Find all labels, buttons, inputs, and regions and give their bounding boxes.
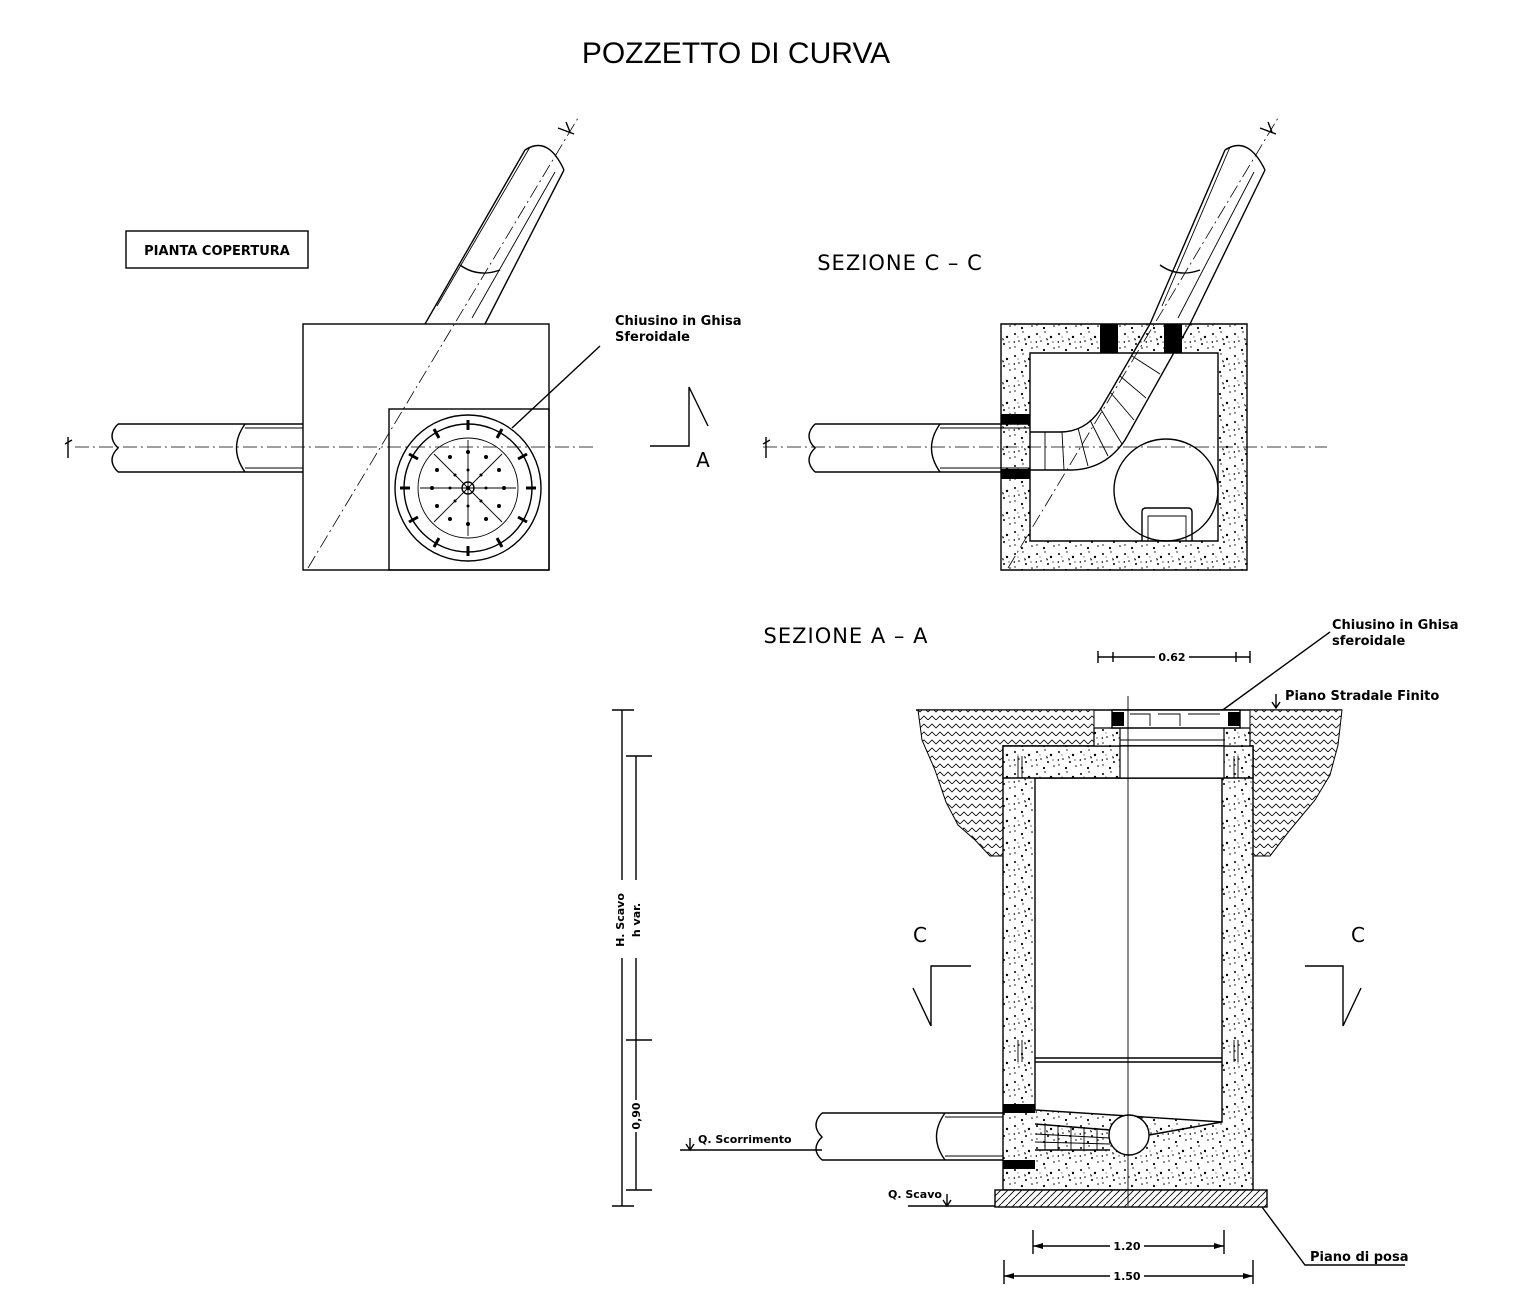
page-title: POZZETTO DI CURVA: [582, 37, 890, 70]
section-aa-callout-line1: Chiusino in Ghisa: [1332, 618, 1459, 633]
plan-label-box: [125, 230, 309, 269]
section-marker-a: [650, 386, 709, 447]
plan-cover-frame: [388, 408, 550, 571]
section-marker-a-label: A: [696, 448, 710, 472]
section-cc-seal-right: [1164, 324, 1182, 353]
plan-diagonal-pipe-inner: [436, 146, 556, 319]
section-cc-diagonal-pipe: [1149, 149, 1266, 325]
plan-diagonal-pipe-joint: [459, 264, 501, 274]
outlet-pipe-section: [1108, 1114, 1150, 1156]
dim-150-label: 1.50: [1113, 1270, 1140, 1283]
section-marker-c-left-label: C: [913, 923, 927, 947]
slab-opening: [1119, 745, 1225, 779]
section-cc-title: SEZIONE C – C: [817, 251, 983, 275]
section-aa-callout-line2: sferoidale: [1332, 634, 1406, 649]
q-scavo-label: Q. Scavo: [888, 1188, 942, 1201]
plan-diagonal-pipe-break: [524, 144, 565, 171]
section-cc-step-iron: [1141, 507, 1193, 541]
section-cc-inlet-pipe: [815, 423, 1030, 473]
plan-pipe-break: [111, 423, 119, 473]
plan-diagonal-axis-mark: [557, 121, 575, 135]
cover-lid: [1111, 709, 1241, 729]
dim-h-var-line: [626, 755, 652, 1191]
dim-h-var-label: h var.: [630, 903, 643, 937]
piano-posa-label: Piano di posa: [1310, 1250, 1409, 1265]
ring-joint: [1035, 1057, 1222, 1063]
dim-090-label: 0,90: [630, 1102, 643, 1129]
section-cc-view: SEZIONE C – C: [762, 117, 1327, 571]
section-aa-callout-leader: [1219, 631, 1331, 713]
section-cc-seal-left: [1100, 324, 1118, 353]
plan-label: PIANTA COPERTURA: [144, 244, 290, 259]
section-cc-diagonal-centerline: [1007, 117, 1279, 569]
cover-frame-base: [1093, 727, 1251, 747]
section-marker-c-left: [912, 965, 971, 1027]
section-aa-seal-top: [1003, 1104, 1035, 1113]
dim-h-scavo-label: H. Scavo: [614, 893, 627, 947]
plan-diagonal-centerline: [307, 117, 579, 569]
piano-stradale-marker: [1271, 694, 1281, 710]
dim-120-label: 1.20: [1113, 1240, 1140, 1253]
soil-right: [1240, 709, 1343, 857]
section-cc-seal-bottom: [1001, 469, 1030, 479]
plan-callout-line2: Sferoidale: [615, 330, 690, 345]
piano-stradale-label: Piano Stradale Finito: [1285, 689, 1439, 704]
plan-callout-leader: [511, 345, 601, 429]
section-cc-bend-pipe: [1030, 323, 1191, 471]
plan-inlet-pipe: [118, 423, 303, 473]
section-cc-riser: [1113, 438, 1219, 542]
channel: [1034, 1123, 1111, 1151]
plan-diagonal-pipe: [424, 149, 565, 325]
piano-posa-leader: [1261, 1206, 1405, 1266]
plan-callout-line1: Chiusino in Ghisa: [615, 314, 742, 329]
section-aa-title: SEZIONE A – A: [764, 624, 929, 648]
section-aa-seal-bottom: [1003, 1160, 1035, 1169]
base-slab: [994, 1189, 1268, 1208]
section-aa-inlet-pipe: [822, 1112, 1003, 1161]
plan-view: PIANTA COPERTURA: [64, 117, 742, 571]
section-aa-view: SEZIONE A – A Chiusino in Ghisa sferoida…: [611, 618, 1459, 1284]
plan-axis-mark: [64, 437, 73, 458]
section-marker-c-right: [1305, 965, 1362, 1027]
section-cc-seal-top: [1001, 414, 1030, 424]
q-scorrimento-label: Q. Scorrimento: [698, 1133, 792, 1146]
section-marker-c-right-label: C: [1351, 923, 1365, 947]
plan-inlet-pipe-inner: [245, 427, 303, 469]
plan-pipe-joint: [235, 423, 246, 473]
section-cc-pipe-break: [808, 423, 816, 473]
dim-062-label: 0.62: [1158, 651, 1185, 664]
section-cc-axis-mark: [762, 437, 771, 458]
plan-manhole-cover: [394, 414, 542, 562]
